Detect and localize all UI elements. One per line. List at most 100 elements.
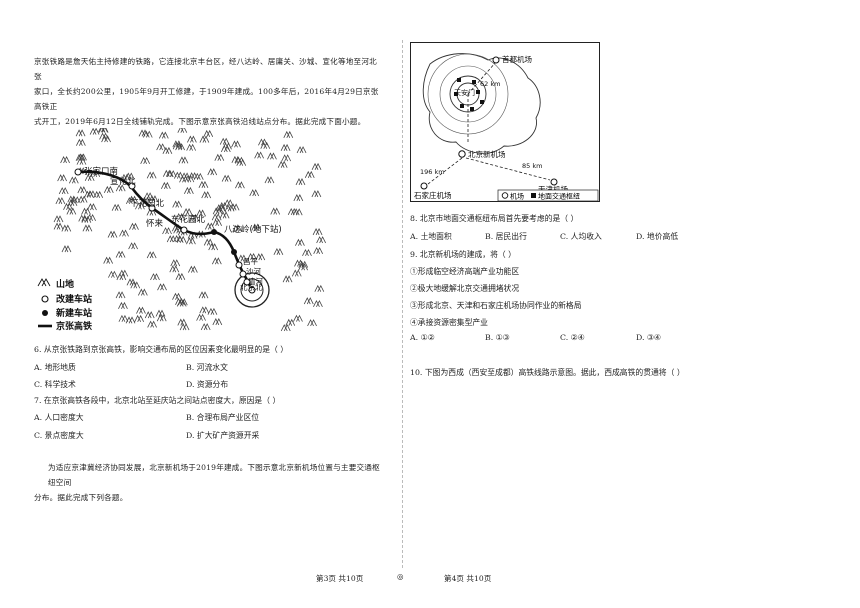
mountain-symbol [67, 195, 78, 203]
mountain-symbol [287, 207, 298, 216]
q6-option-a[interactable]: A. 地形地质 [34, 363, 76, 372]
station-label-changping: 昌平 [243, 257, 258, 266]
q9-item-4: ④承接资源密集型产业 [410, 318, 488, 327]
mountain-symbol [249, 189, 260, 197]
mountain-symbol [138, 129, 149, 137]
q9-option-a[interactable]: A. ①② [410, 333, 435, 342]
mountain-symbol [53, 222, 64, 230]
mountain-symbol [107, 230, 118, 238]
mountain-symbol [198, 180, 209, 188]
mountain-symbol [184, 175, 195, 183]
mountain-symbol [218, 201, 229, 210]
q6-option-c[interactable]: C. 科学技术 [34, 380, 76, 389]
mountain-symbol [208, 243, 219, 251]
mountain-symbol [77, 186, 88, 194]
mountain-symbol [81, 207, 91, 215]
mountain-symbol [77, 195, 88, 203]
mountain-symbol [178, 156, 189, 164]
mountain-symbol [316, 236, 326, 244]
station-marker-huailai [180, 226, 188, 234]
q9-option-c[interactable]: C. ②④ [560, 333, 585, 342]
mountain-symbol [267, 152, 277, 160]
station-marker-zhangjiakounan [74, 168, 82, 176]
mountain-symbol [188, 265, 198, 273]
q9-item-1: ①形成临空经济高端产业功能区 [410, 267, 520, 276]
q7-option-c[interactable]: C. 景点密度大 [34, 431, 84, 440]
mountain-symbol [281, 154, 292, 162]
mountain-symbol [103, 185, 114, 193]
mountain-symbol [254, 151, 264, 159]
q8-option-d[interactable]: D. 地价高低 [636, 232, 679, 241]
mountain-symbol [179, 175, 189, 183]
q8-option-a[interactable]: A. 土地面积 [410, 232, 452, 241]
mountain-symbol [126, 278, 137, 286]
mountain-symbol [182, 208, 193, 216]
q6-option-b[interactable]: B. 河流水文 [186, 363, 228, 372]
mountain-symbol [295, 177, 306, 186]
mountain-symbol [200, 323, 211, 331]
mountain-symbol [231, 140, 241, 148]
mountain-symbol [255, 253, 266, 261]
mountain-symbol [303, 297, 314, 305]
station-marker-xuanhuabei [128, 182, 136, 190]
q7-option-d[interactable]: D. 扩大矿产资源开采 [186, 431, 260, 440]
mountain-symbol [155, 309, 166, 317]
intro-line-2: 家口，全长约200公里，1905年9月开工修建，于1909年建成。100多年后，… [34, 87, 379, 111]
mountain-symbol [237, 254, 248, 262]
mountain-symbol [82, 224, 93, 232]
mountain-symbol [173, 235, 183, 243]
mountain-symbol [312, 227, 323, 236]
q6-option-d[interactable]: D. 资源分布 [186, 380, 229, 389]
legend-rebuilt-label: 改建车站 [56, 293, 92, 305]
station-label-xuanhuabei: 宣化北 [110, 176, 136, 187]
legend-airport-icon [501, 192, 509, 199]
mountain-symbol [119, 229, 129, 237]
mountain-symbol [280, 143, 291, 151]
mountain-symbol [179, 323, 190, 331]
mountain-symbol [137, 288, 148, 296]
q8-option-b[interactable]: B. 居民出行 [485, 232, 527, 241]
mountain-symbol [215, 204, 226, 212]
tianjin-airport-icon [550, 178, 558, 186]
mountain-symbol [298, 263, 308, 271]
legend-airport-label: 机场 [510, 192, 524, 201]
mountain-symbol [75, 129, 86, 137]
legend-hub-label: 地面交通枢纽 [538, 192, 580, 201]
mountain-symbol [270, 207, 281, 215]
mountain-symbol [193, 172, 204, 180]
mountain-symbol [204, 222, 215, 230]
q8-option-c[interactable]: C. 人均收入 [560, 232, 602, 241]
mountain-symbol [214, 153, 225, 161]
page-divider [402, 40, 403, 568]
mountain-symbol [212, 218, 222, 226]
legend-hsr-label: 京张高铁 [56, 320, 92, 332]
mountain-symbol [170, 259, 181, 267]
label-shijiazhuang-airport: 石家庄机场 [414, 190, 452, 200]
q9-option-d[interactable]: D. ③④ [636, 333, 661, 342]
mountain-symbol [203, 238, 214, 246]
mountain-symbol [103, 256, 114, 264]
mountain-symbol [67, 198, 78, 206]
map1-legend: 山地 改建车站 新建车站 京张高铁 [37, 278, 92, 332]
mountain-symbol [188, 172, 198, 180]
mountain-symbol [118, 314, 129, 322]
label-tiananmen: 天安门 [454, 88, 475, 97]
mountain-symbol [128, 242, 138, 250]
mountain-symbol [282, 275, 293, 283]
q7-option-a[interactable]: A. 人口密度大 [34, 413, 84, 422]
mountain-symbol [130, 281, 141, 289]
q9-option-b[interactable]: B. ①③ [485, 333, 510, 342]
mountain-symbol [140, 156, 151, 165]
mountain-symbol [157, 283, 167, 291]
mountain-symbol [177, 128, 188, 133]
mountain-symbol [135, 202, 145, 210]
intro-line-1: 京张铁路是詹天佑主持修建的铁路，它连接北京丰台区，经八达岭、居庸关、沙城、宣化等… [34, 57, 377, 81]
mountain-legend-icon [37, 278, 51, 287]
mountain-symbol [220, 144, 231, 153]
binding-mark-icon: ◎ [397, 572, 404, 581]
mountain-symbol [235, 181, 245, 189]
mountain-symbol [172, 292, 182, 300]
mountain-symbol [86, 213, 96, 222]
mountain-symbol [108, 270, 118, 278]
q7-option-b[interactable]: B. 合理布局产业区位 [186, 413, 260, 422]
